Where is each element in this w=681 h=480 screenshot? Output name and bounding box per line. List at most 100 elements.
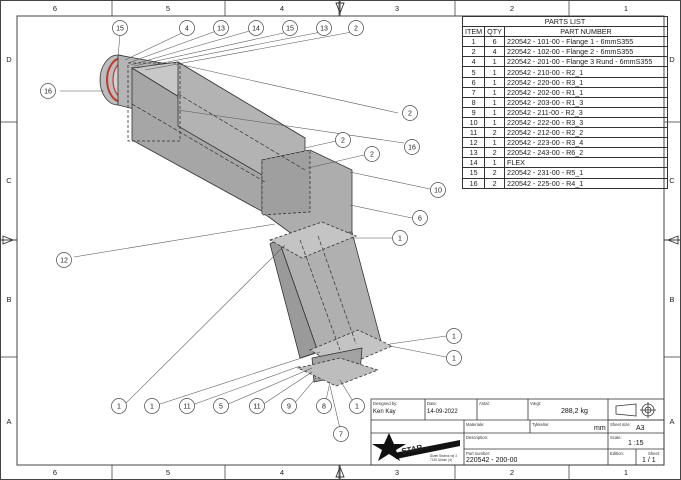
description-label: Description: bbox=[466, 435, 489, 440]
qty-cell: 1 bbox=[484, 76, 505, 88]
zone-row-right: C bbox=[669, 176, 675, 185]
zone-column-bottom: 6 bbox=[53, 468, 57, 477]
part-number-cell: 220542 - 231-00 - R5_1 bbox=[503, 167, 669, 179]
balloon-right: 2 bbox=[364, 146, 380, 162]
zone-column-bottom: 5 bbox=[166, 468, 170, 477]
item-cell: 1 bbox=[461, 36, 486, 48]
logo-text: STAR bbox=[401, 443, 424, 456]
balloon-circle bbox=[348, 20, 364, 36]
balloon-number: 2 bbox=[354, 26, 358, 33]
address-line-2: 7130 Uldum (4) bbox=[430, 458, 452, 462]
duct-assembly bbox=[99, 54, 393, 387]
balloon-number: 5 bbox=[219, 404, 223, 411]
balloon-circle bbox=[40, 83, 56, 99]
balloon-number: 1 bbox=[117, 404, 121, 411]
part-number-cell: 220542 - 220-00 - R3_1 bbox=[503, 76, 669, 88]
column-header-item: ITEM bbox=[461, 26, 486, 38]
balloon-right: 2 bbox=[402, 105, 418, 121]
item-cell: 11 bbox=[461, 127, 486, 139]
leader-lines bbox=[60, 29, 447, 434]
balloon-circle bbox=[281, 398, 297, 414]
balloon-circle bbox=[446, 328, 462, 344]
balloon-top: 4 bbox=[179, 20, 195, 36]
balloon-circle bbox=[404, 139, 420, 155]
part-number-cell: 220542 - 222-00 - R3_3 bbox=[503, 116, 669, 129]
zone-row-right: D bbox=[669, 55, 675, 64]
projection-symbol-icon bbox=[615, 402, 656, 418]
qty-cell: 2 bbox=[484, 177, 505, 189]
balloon-number: 1 bbox=[355, 404, 359, 411]
item-cell: 14 bbox=[461, 157, 486, 169]
balloon-circle bbox=[249, 398, 265, 414]
item-cell: 6 bbox=[461, 76, 486, 88]
item-cell: 13 bbox=[461, 147, 486, 159]
balloon-number: 1 bbox=[452, 356, 456, 363]
item-cell: 8 bbox=[461, 96, 486, 108]
part-number-cell: 220542 - 202-00 - R1_1 bbox=[503, 86, 669, 98]
part-number-cell: 220542 - 212-00 - R2_2 bbox=[503, 127, 669, 139]
balloon-right: 2 bbox=[335, 132, 351, 148]
balloon-circle bbox=[316, 20, 332, 36]
balloon-number: 16 bbox=[44, 89, 52, 96]
qty-cell: 6 bbox=[484, 36, 505, 48]
column-header-qty: QTY bbox=[484, 26, 505, 38]
balloon-circle bbox=[430, 182, 446, 198]
balloon-number: 15 bbox=[286, 26, 294, 33]
qty-cell: 1 bbox=[484, 106, 505, 118]
qty-cell: 1 bbox=[484, 116, 505, 129]
qty-cell: 1 bbox=[484, 137, 505, 149]
flange-mid bbox=[269, 221, 358, 259]
designed-by-label: Designed by: bbox=[373, 401, 398, 406]
balloon-number: 1 bbox=[150, 404, 154, 411]
zone-row-left: B bbox=[6, 295, 11, 304]
date-label: Date: bbox=[427, 401, 438, 406]
balloon-circle bbox=[282, 20, 298, 36]
title-block-frame bbox=[370, 398, 665, 466]
zone-column-top: 6 bbox=[53, 4, 57, 13]
item-cell: 5 bbox=[461, 66, 486, 78]
sheet-size-value: A3 bbox=[636, 425, 645, 432]
balloon-right: 1 bbox=[392, 230, 408, 246]
balloon-circle bbox=[392, 230, 408, 246]
part-number-cell: 220542 - 243-00 - R6_2 bbox=[503, 147, 669, 159]
balloon-right: 16 bbox=[404, 139, 420, 155]
zone-column-bottom: 2 bbox=[510, 468, 514, 477]
balloon-top: 15 bbox=[282, 20, 298, 36]
balloon-circle bbox=[213, 398, 229, 414]
qty-cell: 1 bbox=[484, 86, 505, 98]
item-cell: 2 bbox=[461, 46, 486, 58]
part-number-cell: 220542 - 203-00 - R1_3 bbox=[503, 96, 669, 108]
balloon-number: 12 bbox=[60, 258, 68, 265]
balloon-number: 14 bbox=[252, 26, 260, 33]
sheet-size-label: Sheet size: bbox=[610, 422, 631, 427]
item-cell: 9 bbox=[461, 106, 486, 118]
balloon-circle bbox=[333, 426, 349, 442]
balloon-circle bbox=[248, 20, 264, 36]
balloon-circle bbox=[111, 398, 127, 414]
qty-cell: 1 bbox=[484, 56, 505, 68]
weight-label: Vægt: bbox=[530, 401, 542, 406]
balloon-right: 10 bbox=[430, 182, 446, 198]
item-cell: 7 bbox=[461, 86, 486, 98]
address-line-1: Ålvæt Strøms vej 3 bbox=[430, 454, 457, 458]
sheet-value: 1 / 1 bbox=[642, 457, 656, 464]
balloon-number: 11 bbox=[253, 404, 260, 411]
balloon-number: 10 bbox=[434, 188, 442, 195]
part-number-cell: FLEX bbox=[503, 157, 669, 169]
part-number-cell: 220542 - 225-00 - R4_1 bbox=[503, 177, 669, 189]
zone-column-top: 5 bbox=[166, 4, 170, 13]
balloon-circle bbox=[179, 20, 195, 36]
material-label: Materiale: bbox=[466, 422, 485, 427]
qty-cell: 4 bbox=[484, 46, 505, 58]
